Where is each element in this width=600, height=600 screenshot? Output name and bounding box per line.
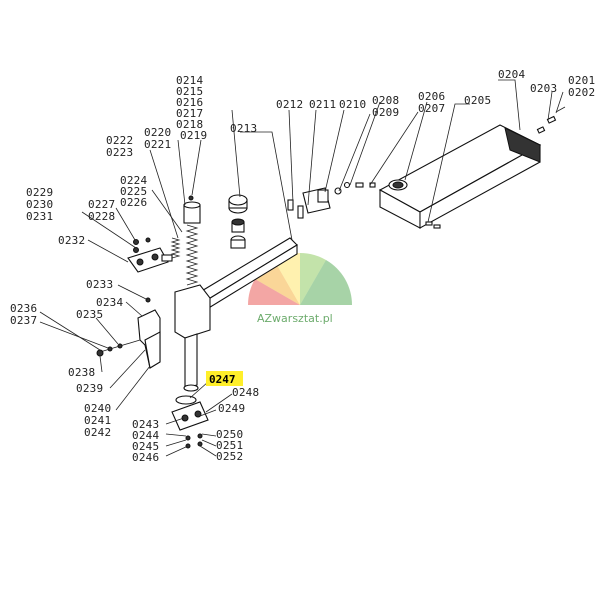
label-0243: 0243 — [132, 418, 159, 431]
label-0245: 0245 — [132, 440, 159, 453]
label-0240: 0240 — [84, 402, 111, 415]
label-0234: 0234 — [96, 296, 123, 309]
label-0213: 0213 — [230, 122, 257, 135]
part-handle — [96, 297, 161, 369]
label-0237: 0237 — [10, 314, 37, 327]
label-0231: 0231 — [26, 210, 53, 223]
highlight-marker — [206, 371, 243, 386]
label-0207: 0207 — [418, 102, 445, 115]
label-0225: 0225 — [120, 185, 147, 198]
label-0230: 0230 — [26, 198, 53, 211]
part-bracket-group — [287, 181, 351, 219]
label-0248: 0248 — [232, 386, 259, 399]
label-0206: 0206 — [418, 90, 445, 103]
label-0211: 0211 — [309, 98, 336, 111]
label-0249: 0249 — [218, 402, 245, 415]
label-0201: 0201 — [568, 74, 595, 87]
label-0250: 0250 — [216, 428, 243, 441]
part-knob-group — [228, 194, 248, 249]
label-0233: 0233 — [86, 278, 113, 291]
part-labels: 0201 0202 0203 0204 0205 0206 0207 0208 … — [10, 68, 595, 464]
label-0224: 0224 — [120, 174, 147, 187]
part-small-screws — [355, 106, 566, 229]
label-0247-highlighted: 0247 — [209, 373, 236, 386]
label-0229: 0229 — [26, 186, 53, 199]
label-0235: 0235 — [76, 308, 103, 321]
label-0212: 0212 — [276, 98, 303, 111]
label-0215: 0215 — [176, 85, 203, 98]
label-0220: 0220 — [144, 126, 171, 139]
part-horizontal-arm — [378, 124, 542, 229]
label-0222: 0222 — [106, 134, 133, 147]
label-0241: 0241 — [84, 414, 111, 427]
label-0227: 0227 — [88, 198, 115, 211]
part-left-bracket — [127, 237, 173, 273]
label-0223: 0223 — [106, 146, 133, 159]
label-0228: 0228 — [88, 210, 115, 223]
label-0208: 0208 — [372, 94, 399, 107]
label-0202: 0202 — [568, 86, 595, 99]
watermark-logo — [244, 253, 356, 309]
leader-lines — [39, 79, 564, 457]
label-0226: 0226 — [120, 196, 147, 209]
label-0219: 0219 — [180, 129, 207, 142]
label-0251: 0251 — [216, 439, 243, 452]
label-0221: 0221 — [144, 138, 171, 151]
label-0238: 0238 — [68, 366, 95, 379]
watermark: AZwarsztat.pl — [244, 253, 356, 325]
part-beam — [199, 237, 298, 310]
label-0218: 0218 — [176, 118, 203, 131]
label-0244: 0244 — [132, 429, 159, 442]
label-0232: 0232 — [58, 234, 85, 247]
label-0252: 0252 — [216, 450, 243, 463]
label-0216: 0216 — [176, 96, 203, 109]
label-0205: 0205 — [464, 94, 491, 107]
label-0210: 0210 — [339, 98, 366, 111]
label-0217: 0217 — [176, 107, 203, 120]
watermark-text: AZwarsztat.pl — [257, 312, 333, 325]
part-bottom-foot — [171, 395, 209, 449]
part-column — [170, 195, 211, 392]
label-0242: 0242 — [84, 426, 111, 439]
label-0203: 0203 — [530, 82, 557, 95]
label-0209: 0209 — [372, 106, 399, 119]
label-0246: 0246 — [132, 451, 159, 464]
label-0239: 0239 — [76, 382, 103, 395]
label-0204: 0204 — [498, 68, 525, 81]
label-0236: 0236 — [10, 302, 37, 315]
label-0214: 0214 — [176, 74, 203, 87]
